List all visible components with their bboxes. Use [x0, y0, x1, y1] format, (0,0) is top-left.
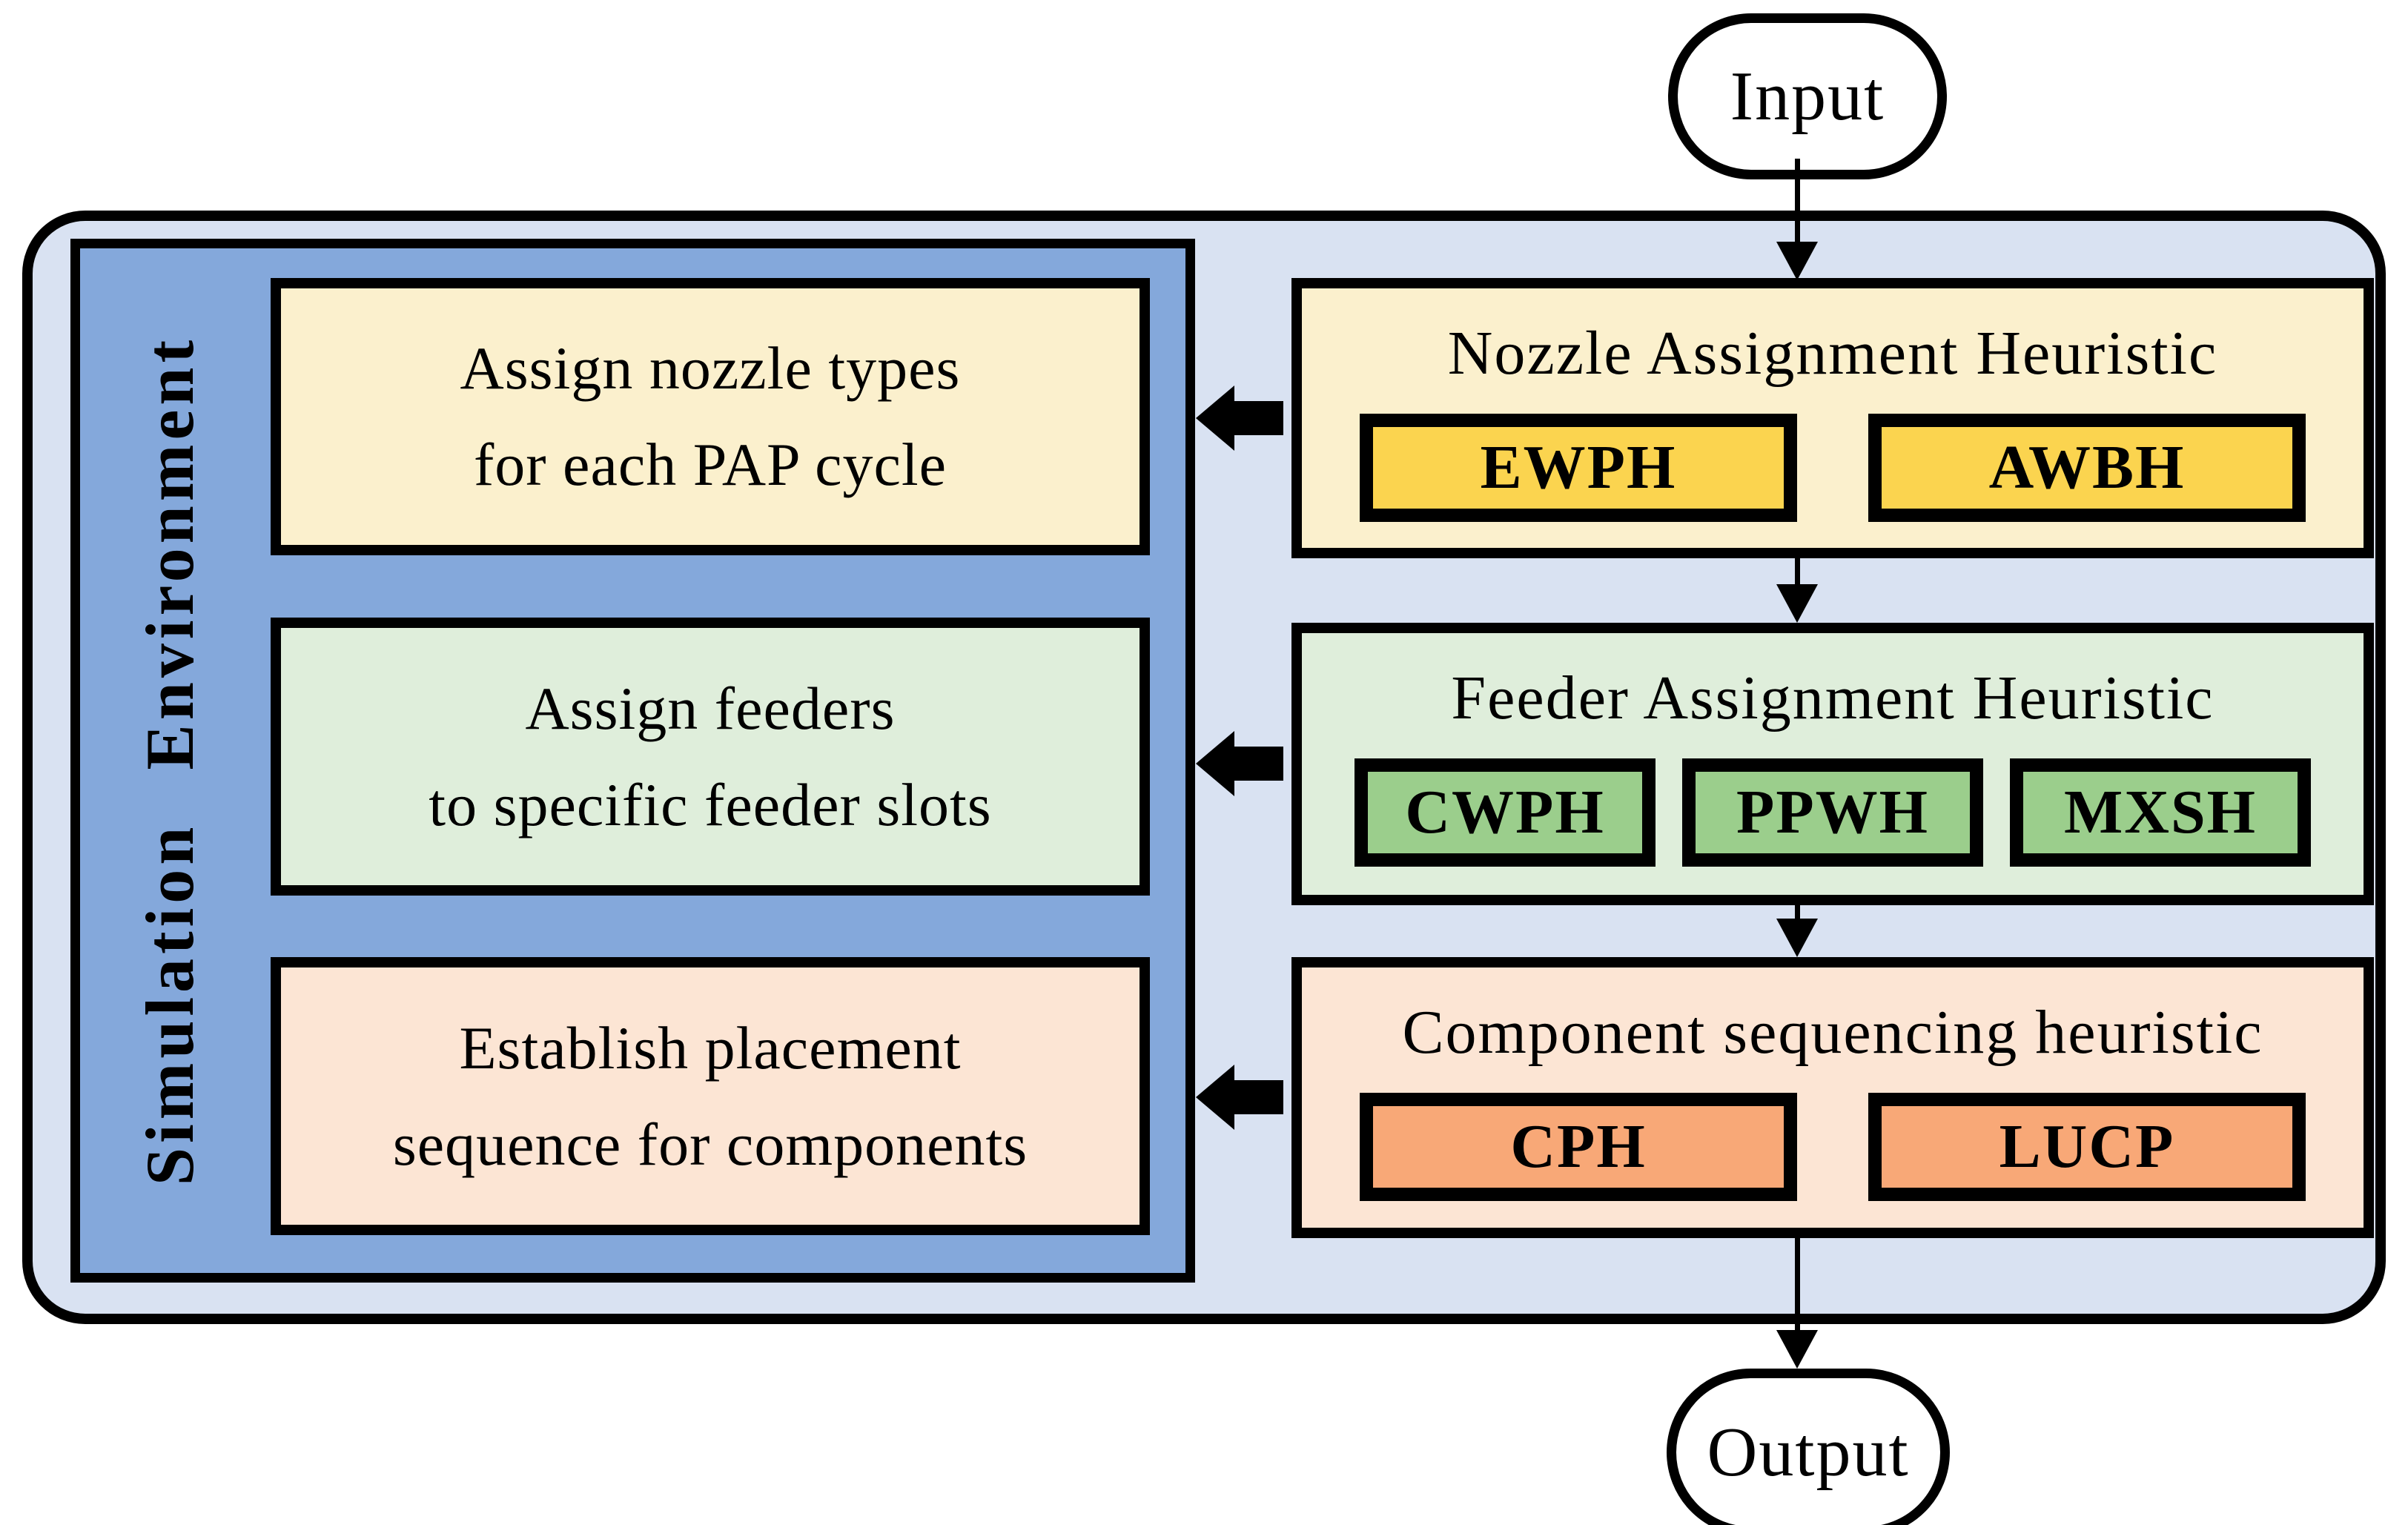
heuristic-feeder-methods: CWPH PPWH MXSH	[1354, 758, 2311, 867]
feedback-arrow-sequencing-head	[1196, 1065, 1234, 1130]
flow-arrowhead-input-to-nozzle	[1776, 242, 1818, 280]
heuristic-box-sequencing: Component sequencing heuristic CPH LUCP	[1291, 957, 2374, 1238]
input-terminal: Input	[1668, 13, 1947, 179]
heuristic-sequencing-methods: CPH LUCP	[1360, 1092, 2306, 1201]
heuristic-nozzle-methods: EWPH AWBH	[1360, 413, 2306, 522]
task-box-placement: Establish placement sequence for compone…	[271, 957, 1150, 1235]
flow-line-nozzle-to-feeder	[1795, 558, 1800, 589]
method-chip-mxsh: MXSH	[2010, 758, 2311, 867]
heuristic-feeder-title: Feeder Assignment Heuristic	[1451, 664, 2214, 732]
feedback-arrow-feeder-shaft	[1233, 747, 1283, 781]
method-chip-lucp: LUCP	[1868, 1092, 2306, 1201]
task-box-feeder: Assign feeders to specific feeder slots	[271, 618, 1150, 896]
method-chip-awbh: AWBH	[1868, 413, 2306, 522]
output-terminal: Output	[1667, 1369, 1950, 1525]
feedback-arrow-nozzle	[1196, 386, 1283, 451]
flow-line-input-to-nozzle	[1795, 159, 1800, 246]
feedback-arrow-nozzle-shaft	[1233, 401, 1283, 435]
environment-label-zone: Simulation Environment	[70, 239, 269, 1283]
task-box-nozzle: Assign nozzle types for each PAP cycle	[271, 278, 1150, 555]
task-placement-line1: Establish placement	[459, 1013, 962, 1082]
method-chip-cph: CPH	[1360, 1092, 1797, 1201]
output-label: Output	[1707, 1414, 1910, 1491]
method-chip-ppwh: PPWH	[1682, 758, 1983, 867]
task-feeder-line1: Assign feeders	[525, 674, 896, 742]
flow-arrowhead-nozzle-to-feeder	[1776, 584, 1818, 623]
feedback-arrow-nozzle-head	[1196, 386, 1234, 451]
task-feeder-line2: to specific feeder slots	[429, 770, 992, 838]
flow-arrowhead-feeder-to-sequencing	[1776, 919, 1818, 957]
feedback-arrow-feeder-head	[1196, 731, 1234, 796]
flow-line-feeder-to-sequencing	[1795, 905, 1800, 923]
feedback-arrow-sequencing	[1196, 1065, 1283, 1130]
task-nozzle-line1: Assign nozzle types	[460, 334, 961, 403]
flow-line-sequencing-to-output	[1795, 1238, 1800, 1334]
feedback-arrow-feeder	[1196, 731, 1283, 796]
heuristic-sequencing-title: Component sequencing heuristic	[1402, 998, 2263, 1067]
task-nozzle-line2: for each PAP cycle	[473, 431, 947, 498]
flow-arrowhead-sequencing-to-output	[1776, 1330, 1818, 1369]
heuristic-box-nozzle: Nozzle Assignment Heuristic EWPH AWBH	[1291, 278, 2374, 558]
heuristic-nozzle-title: Nozzle Assignment Heuristic	[1447, 319, 2218, 388]
environment-label: Simulation Environment	[132, 335, 208, 1186]
task-placement-line2: sequence for components	[392, 1110, 1028, 1178]
input-label: Input	[1730, 58, 1885, 135]
heuristic-box-feeder: Feeder Assignment Heuristic CWPH PPWH MX…	[1291, 623, 2374, 905]
method-chip-cwph: CWPH	[1354, 758, 1656, 867]
method-chip-ewph: EWPH	[1360, 413, 1797, 522]
feedback-arrow-sequencing-shaft	[1233, 1080, 1283, 1114]
